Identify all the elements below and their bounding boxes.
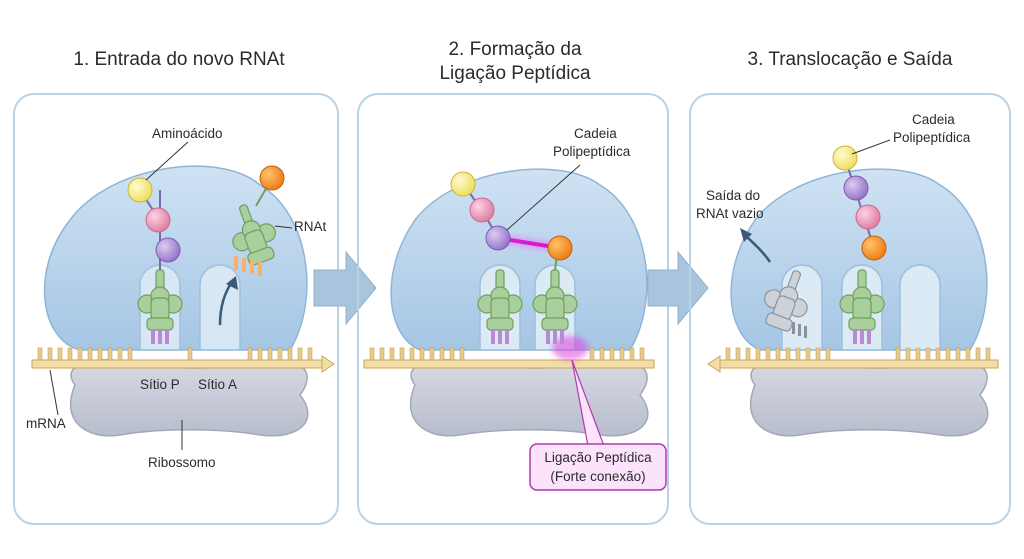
- step-arrow-1: [313, 250, 377, 326]
- panel1-purple-aminoacid: [155, 237, 181, 263]
- panel2-mrna-strand: [363, 347, 655, 369]
- panel2-title-line1: 2. Formação da: [448, 39, 582, 60]
- mrna-label: mRNA: [26, 416, 66, 431]
- exit-label-2: RNAt vazio: [696, 206, 764, 221]
- panel3-frame: [689, 93, 1011, 525]
- panel2-chain-label-2: Polipeptídica: [553, 144, 631, 159]
- panel3-anticodon-p: [853, 330, 871, 344]
- panel2-anticodons: [491, 330, 564, 344]
- ribosome-label: Ribossomo: [148, 455, 216, 470]
- panel3-title: 3. Translocação e Saída: [747, 49, 953, 70]
- panel3-pink-aminoacid: [855, 204, 881, 230]
- panel2-yellow-aminoacid: [450, 171, 476, 197]
- site-a-label: Sítio A: [198, 377, 237, 392]
- panel2-small-subunit: [409, 359, 649, 437]
- exit-label-1: Saída do: [706, 188, 760, 203]
- panel2-chain-label-1: Cadeia: [574, 126, 617, 141]
- panel1-frame: [13, 93, 339, 525]
- panel2-large-subunit: [390, 168, 648, 351]
- site-p-label: Sítio P: [140, 377, 180, 392]
- step-arrow-2: [647, 250, 709, 326]
- panel2-pink-aminoacid: [469, 197, 495, 223]
- panel3-small-subunit: [749, 359, 989, 437]
- panel1-mrna-strand: [31, 347, 335, 373]
- bond-label-1: Ligação Peptídica: [544, 450, 652, 465]
- panel3-chain-label-2: Polipeptídica: [893, 130, 971, 145]
- panel3-chain-label-1: Cadeia: [912, 112, 955, 127]
- panel2-orange-aminoacid: [547, 235, 573, 261]
- panel3-empty-anticodon: [792, 322, 807, 338]
- panel2-title-line2: Ligação Peptídica: [439, 63, 591, 84]
- panel2-bond-callout: [529, 443, 667, 491]
- panel3-purple-aminoacid: [843, 175, 869, 201]
- panel1-yellow-aminoacid: [127, 177, 153, 203]
- panel1-anticodon-incoming: [234, 256, 262, 276]
- panel3-slot-a: [899, 264, 941, 351]
- trna-label: RNAt: [294, 219, 327, 234]
- panel1-title: 1. Entrada do novo RNAt: [73, 49, 285, 70]
- panel2-title: 2. Formação da Ligação Peptídica: [356, 38, 674, 86]
- panel3-mrna-strand: [707, 347, 999, 373]
- panel1-orange-aminoacid: [259, 165, 285, 191]
- panel2-purple-aminoacid: [485, 225, 511, 251]
- panel3-yellow-aminoacid: [832, 145, 858, 171]
- panel1-pink-aminoacid: [145, 207, 171, 233]
- panel1-small-subunit: [69, 359, 309, 437]
- bond-label-2: (Forte conexão): [550, 469, 645, 484]
- panel2-bond-glow: [552, 336, 588, 360]
- panel2-frame: [357, 93, 669, 525]
- aminoacid-label: Aminoácido: [152, 126, 223, 141]
- panel1-anticodon-p: [151, 330, 169, 344]
- panel3-orange-aminoacid: [861, 235, 887, 261]
